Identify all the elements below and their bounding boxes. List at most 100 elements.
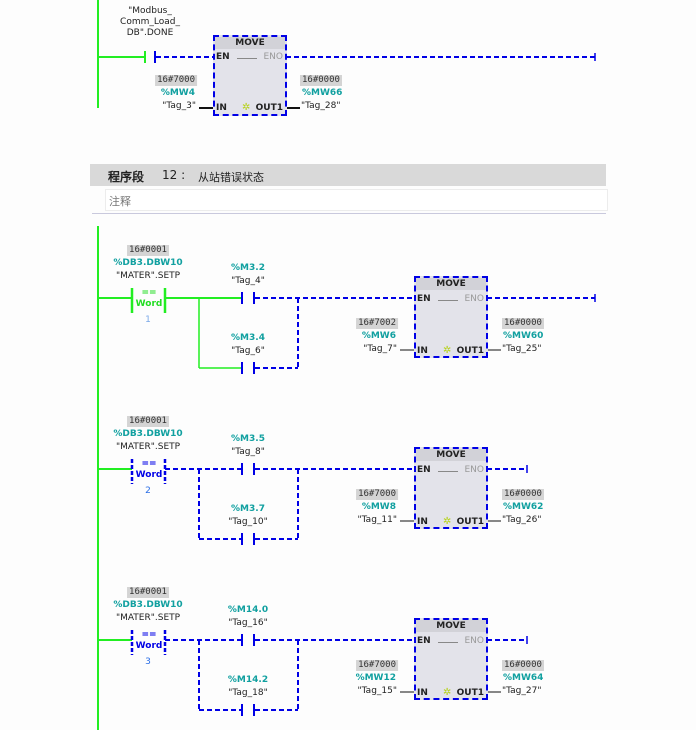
move-block[interactable]: MOVE EN ENO IN ✲ OUT1 (414, 618, 488, 700)
move-block[interactable]: MOVE EN ENO IN ✲ OUT1 (414, 276, 488, 358)
in-address[interactable]: %MW8 (361, 502, 396, 512)
in-value: 16#7000 (356, 489, 398, 500)
eno-pin[interactable]: ENO (464, 636, 484, 646)
in-value: 16#7000 (356, 660, 398, 671)
out-pin[interactable]: OUT1 (456, 688, 484, 698)
contact-address[interactable]: %M3.2 (231, 263, 265, 273)
contact-m3-4[interactable] (241, 362, 255, 374)
contact-symbol-line: DB".DONE (126, 28, 174, 38)
gear-icon: ✲ (443, 687, 452, 698)
compare-symbol[interactable]: "MATER".SETP (115, 442, 181, 452)
compare-address[interactable]: %DB3.DBW10 (113, 600, 183, 610)
gear-icon: ✲ (443, 516, 452, 527)
out-pin[interactable]: OUT1 (456, 517, 484, 527)
compare-operand[interactable]: 3 (145, 657, 151, 667)
in-symbol[interactable]: "Tag_3" (162, 101, 196, 111)
compare-operator: == (141, 630, 157, 640)
compare-address[interactable]: %DB3.DBW10 (113, 258, 183, 268)
out-symbol[interactable]: "Tag_25" (502, 344, 542, 354)
block-title: MOVE (215, 37, 285, 49)
in-value: 16#7000 (155, 75, 197, 86)
contact-m3-5[interactable] (241, 463, 255, 475)
eno-pin[interactable]: ENO (464, 465, 484, 475)
en-eno-line (438, 300, 458, 301)
in-pin[interactable]: IN (417, 346, 428, 356)
network-title[interactable]: 从站错误状态 (198, 171, 264, 184)
network-header[interactable]: 程序段 12 : 从站错误状态 (90, 164, 606, 186)
network-number: 12 : (162, 168, 186, 182)
in-address[interactable]: %MW6 (361, 331, 396, 341)
compare-symbol[interactable]: "MATER".SETP (115, 613, 181, 623)
move-block[interactable]: MOVE EN ENO IN ✲ OUT1 (213, 35, 287, 116)
contact-address[interactable]: %M3.5 (231, 434, 265, 444)
compare-type[interactable]: Word (135, 299, 163, 309)
out-value: 16#0000 (502, 660, 544, 671)
in-symbol[interactable]: "Tag_7" (363, 344, 397, 354)
contact-symbol-line: Comm_Load_ (120, 17, 180, 27)
in-pin[interactable]: IN (417, 517, 428, 527)
compare-type[interactable]: Word (135, 470, 163, 480)
block-title: MOVE (416, 449, 486, 461)
out-address[interactable]: %MW64 (503, 673, 544, 683)
out-address[interactable]: %MW60 (503, 331, 544, 341)
contact-symbol-line: "Modbus_ (128, 6, 172, 16)
in-pin[interactable]: IN (216, 103, 227, 113)
compare-operand[interactable]: 2 (145, 486, 151, 496)
divider (92, 213, 606, 214)
contact-m3-7[interactable] (241, 533, 255, 545)
contact-symbol[interactable]: "Tag_8" (231, 447, 265, 457)
compare-value: 16#0001 (127, 416, 169, 427)
contact-symbol[interactable]: "Tag_6" (231, 346, 265, 356)
out-address[interactable]: %MW66 (302, 88, 343, 98)
in-symbol[interactable]: "Tag_11" (357, 515, 397, 525)
in-value: 16#7002 (356, 318, 398, 329)
contact-modbus-done[interactable] (144, 51, 156, 63)
en-pin[interactable]: EN (417, 465, 431, 475)
contact-address[interactable]: %M14.2 (227, 675, 269, 685)
network-comment-field[interactable]: 注释 (105, 189, 608, 211)
compare-operand[interactable]: 1 (145, 315, 151, 325)
out-pin[interactable]: OUT1 (456, 346, 484, 356)
contact-address[interactable]: %M14.0 (227, 605, 269, 615)
out-value: 16#0000 (502, 318, 544, 329)
compare-operator: == (141, 288, 157, 298)
en-pin[interactable]: EN (216, 52, 230, 62)
contact-address[interactable]: %M3.7 (231, 504, 265, 514)
contact-symbol[interactable]: "Tag_4" (231, 276, 265, 286)
compare-value: 16#0001 (127, 245, 169, 256)
en-eno-line (438, 471, 458, 472)
contact-m3-2[interactable] (241, 292, 255, 304)
contact-symbol[interactable]: "Tag_10" (228, 517, 268, 527)
comment-placeholder: 注释 (109, 195, 131, 208)
in-address[interactable]: %MW12 (355, 673, 396, 683)
in-address[interactable]: %MW4 (160, 88, 195, 98)
out-pin[interactable]: OUT1 (255, 103, 283, 113)
out-symbol[interactable]: "Tag_27" (502, 686, 542, 696)
out-value: 16#0000 (502, 489, 544, 500)
gear-icon: ✲ (443, 345, 452, 356)
contact-m14-2[interactable] (241, 704, 255, 716)
contact-address[interactable]: %M3.4 (231, 333, 265, 343)
en-pin[interactable]: EN (417, 636, 431, 646)
move-block[interactable]: MOVE EN ENO IN ✲ OUT1 (414, 447, 488, 529)
in-pin[interactable]: IN (417, 688, 428, 698)
contact-symbol[interactable]: "Tag_18" (228, 688, 268, 698)
en-pin[interactable]: EN (417, 294, 431, 304)
out-address[interactable]: %MW62 (503, 502, 544, 512)
compare-type[interactable]: Word (135, 641, 163, 651)
out-value: 16#0000 (300, 75, 342, 86)
network-label: 程序段 (108, 170, 145, 184)
compare-symbol[interactable]: "MATER".SETP (115, 271, 181, 281)
eno-pin[interactable]: ENO (263, 52, 283, 62)
out-symbol[interactable]: "Tag_26" (502, 515, 542, 525)
compare-address[interactable]: %DB3.DBW10 (113, 429, 183, 439)
in-symbol[interactable]: "Tag_15" (357, 686, 397, 696)
contact-m14-0[interactable] (241, 634, 255, 646)
gear-icon: ✲ (242, 102, 251, 113)
eno-pin[interactable]: ENO (464, 294, 484, 304)
contact-symbol[interactable]: "Tag_16" (228, 618, 268, 628)
compare-value: 16#0001 (127, 587, 169, 598)
out-symbol[interactable]: "Tag_28" (301, 101, 341, 111)
en-eno-line (438, 642, 458, 643)
